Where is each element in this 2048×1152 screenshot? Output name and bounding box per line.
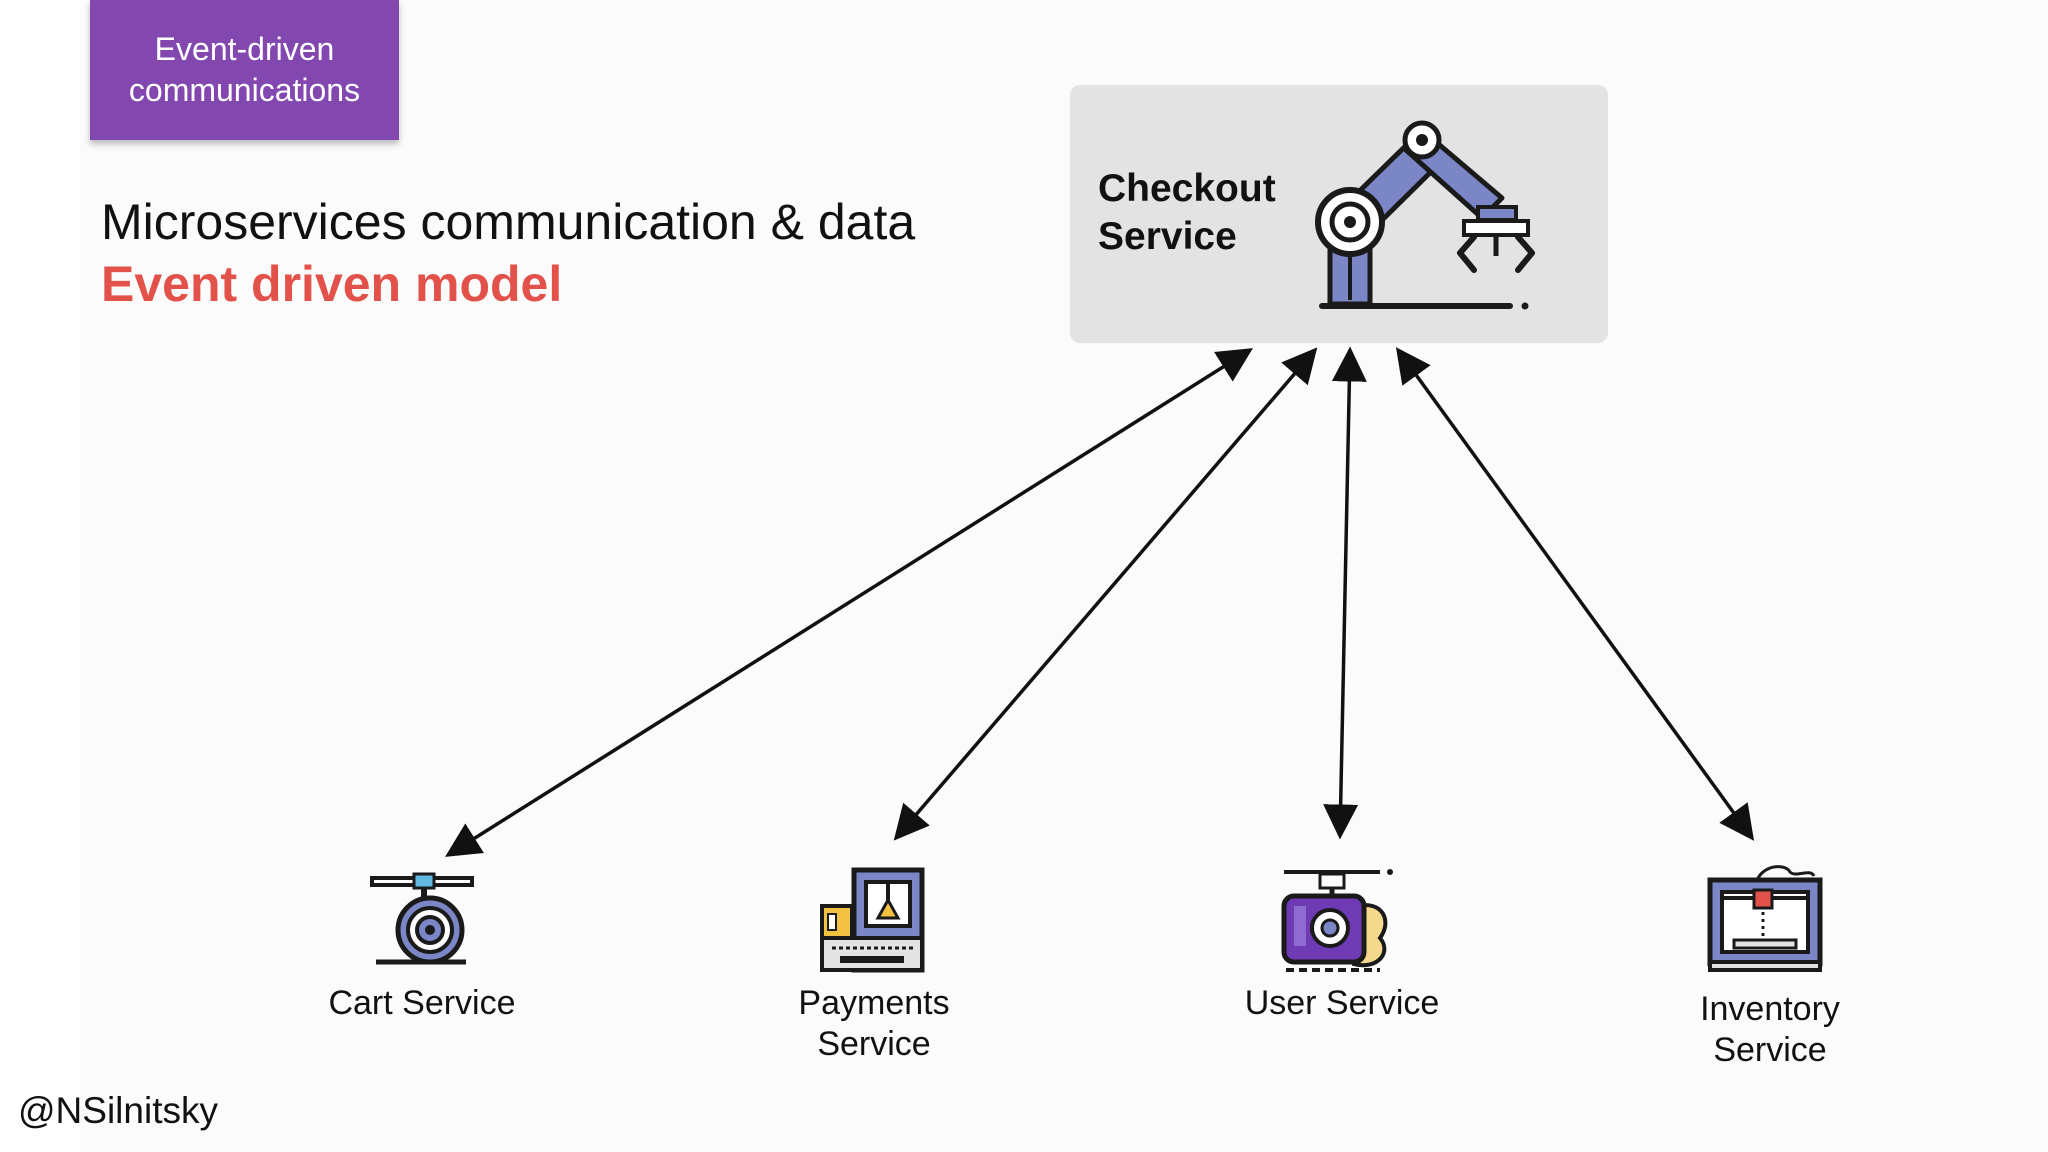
- cart-service-label: Cart Service: [328, 984, 516, 1022]
- payments-service-label: Payments Service: [798, 984, 950, 1063]
- arrow-checkout-user: [1323, 346, 1367, 840]
- author-handle: @NSilnitsky: [18, 1090, 218, 1131]
- arrow-checkout-cart: [445, 348, 1253, 857]
- robot-arm-icon: [1315, 120, 1535, 310]
- mixer-machine-icon: [1281, 869, 1393, 972]
- arrow-checkout-payments: [893, 347, 1318, 841]
- spool-icon: [370, 872, 474, 965]
- section-badge-label: Event-driven communications: [128, 31, 361, 108]
- arrow-checkout-inventory: [1395, 347, 1755, 841]
- checkout-service-label: Checkout Service: [1098, 167, 1276, 258]
- user-service-label: User Service: [1244, 984, 1440, 1022]
- slide-subtitle: Event driven model: [101, 256, 563, 312]
- section-badge: Event-driven communications: [90, 0, 399, 140]
- inventory-service-label: Inventory Service: [1700, 990, 1840, 1069]
- checkout-service-node: Checkout Service: [1070, 85, 1608, 343]
- printer-3d-icon: [1707, 865, 1823, 972]
- press-machine-icon: [820, 867, 925, 973]
- slide-title: Microservices communication & data: [101, 194, 916, 250]
